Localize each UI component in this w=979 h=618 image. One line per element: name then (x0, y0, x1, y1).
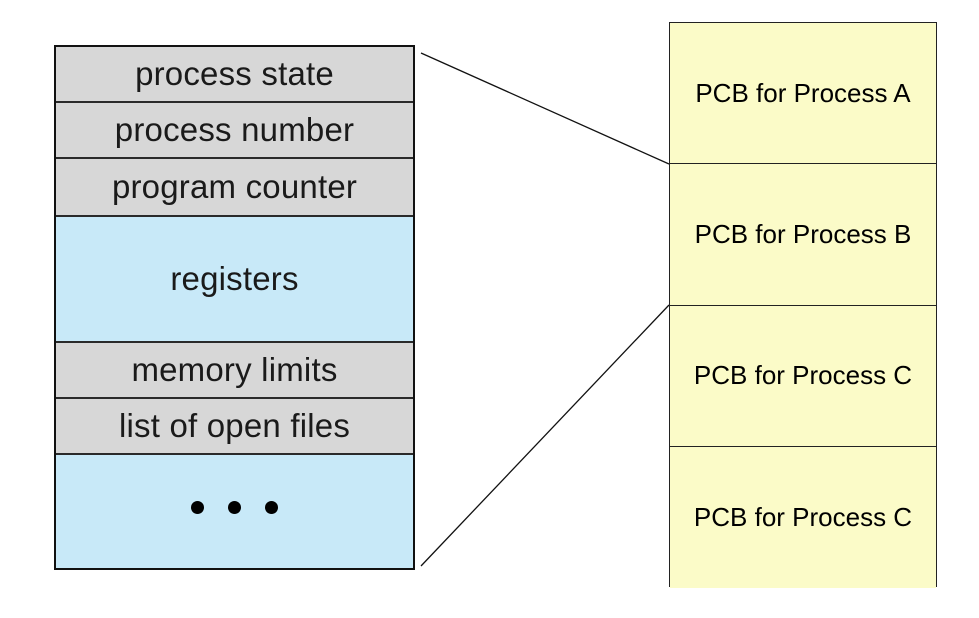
pcb-field-memory-limits: memory limits (56, 343, 413, 399)
ellipsis-dot (228, 501, 241, 514)
pcb-field-process-state: process state (56, 47, 413, 103)
pcb-list: PCB for Process A PCB for Process B PCB … (669, 22, 937, 588)
pcb-process-a: PCB for Process A (670, 23, 936, 165)
ellipsis-dot (265, 501, 278, 514)
pcb-process-c-second: PCB for Process C (670, 446, 936, 588)
ellipsis-icon (191, 501, 278, 514)
pcb-field-open-files: list of open files (56, 399, 413, 455)
ellipsis-dot (191, 501, 204, 514)
pcb-field-process-number: process number (56, 103, 413, 159)
pcb-field-more (56, 455, 413, 568)
pcb-process-c: PCB for Process C (670, 305, 936, 447)
connector-line-bottom (420, 304, 670, 567)
pcb-field-registers: registers (56, 217, 413, 343)
pcb-process-b: PCB for Process B (670, 164, 936, 306)
connector-line-top (420, 52, 670, 165)
pcb-field-program-counter: program counter (56, 159, 413, 217)
pcb-detail-table: process state process number program cou… (54, 45, 415, 570)
